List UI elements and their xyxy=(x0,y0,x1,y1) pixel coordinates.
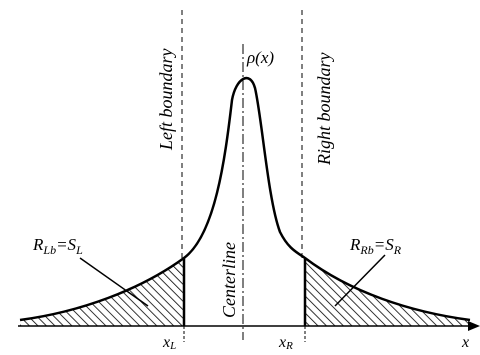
density-curve xyxy=(19,76,471,322)
left-region-label: RLb=SL xyxy=(32,235,83,257)
centerline-label: Centerline xyxy=(219,242,239,318)
left-region-leader xyxy=(79,257,149,307)
x-axis-arrow xyxy=(468,321,480,331)
x-left-label: xL xyxy=(162,334,176,350)
x-right-label: xR xyxy=(278,334,293,350)
right-region-leader xyxy=(334,254,386,307)
left-boundary-label: Left boundary xyxy=(156,48,176,151)
function-label: ρ(x) xyxy=(246,48,274,67)
right-region-label: RRb=SR xyxy=(349,235,402,257)
right-boundary-label: Right boundary xyxy=(314,52,334,166)
right-hatched-region xyxy=(305,258,470,326)
left-hatched-region xyxy=(20,258,184,326)
x-axis-label: x xyxy=(461,334,469,350)
